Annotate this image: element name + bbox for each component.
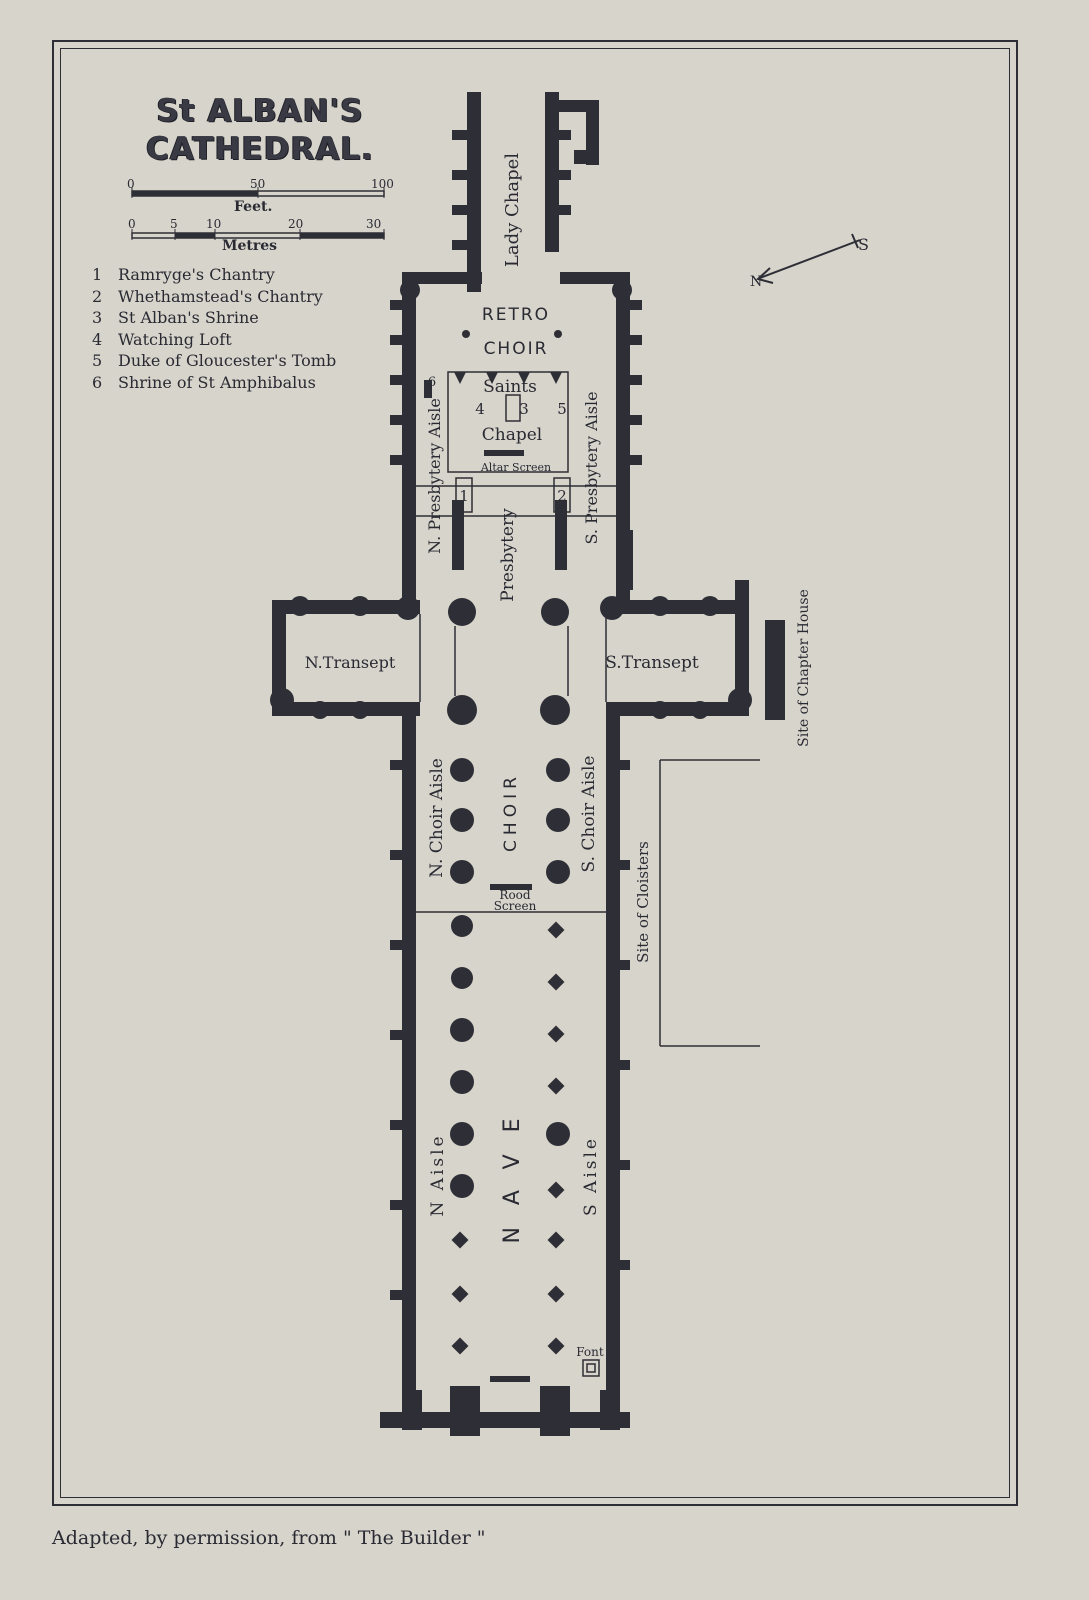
label-retro-choir: CHOIR bbox=[484, 339, 549, 359]
compass-south-label: S bbox=[858, 235, 869, 254]
legend-label: Whethamstead's Chantry bbox=[118, 286, 323, 306]
walls bbox=[270, 92, 785, 1436]
scale-bar-graphics bbox=[131, 187, 385, 240]
legend-item: 3 St Alban's Shrine bbox=[92, 307, 336, 329]
north-arrow-icon bbox=[755, 233, 861, 284]
label-retro: RETRO bbox=[482, 305, 550, 325]
label-choir: CHOIR bbox=[501, 772, 521, 852]
label-n-transept: N.Transept bbox=[305, 653, 396, 672]
label-n-choir-aisle: N. Choir Aisle bbox=[427, 758, 447, 878]
legend-item: 2 Whethamstead's Chantry bbox=[92, 286, 336, 308]
legend-number: 5 bbox=[92, 351, 103, 370]
label-chapel: Chapel bbox=[482, 425, 542, 445]
label-screen: Screen bbox=[494, 899, 537, 913]
legend-number: 4 bbox=[92, 329, 103, 349]
piers bbox=[424, 330, 570, 1355]
label-saints: Saints bbox=[483, 377, 537, 397]
label-cloisters: Site of Cloisters bbox=[634, 841, 652, 963]
legend-label: Duke of Gloucester's Tomb bbox=[118, 351, 337, 370]
scale-metres-unit: Metres bbox=[222, 238, 278, 254]
scale-metres-tick-10: 10 bbox=[206, 217, 222, 231]
map-border bbox=[52, 40, 1018, 1506]
structure-lines bbox=[416, 371, 760, 1377]
label-num-6: 6 bbox=[428, 375, 436, 390]
legend-item: 1 Ramryge's Chantry bbox=[92, 264, 336, 286]
label-presbytery: Presbytery bbox=[498, 508, 518, 602]
scale-metres-tick-5: 5 bbox=[170, 217, 178, 231]
scale-feet-unit: Feet. bbox=[234, 199, 273, 215]
compass-north-label: N bbox=[750, 274, 762, 290]
label-s-transept: S.Transept bbox=[605, 653, 699, 673]
legend-number: 2 bbox=[92, 286, 103, 306]
label-altar-screen: Altar Screen bbox=[480, 461, 551, 474]
label-num-1: 1 bbox=[459, 487, 469, 505]
label-num-2: 2 bbox=[557, 487, 567, 505]
legend-item: 5 Duke of Gloucester's Tomb bbox=[92, 350, 336, 372]
label-num-4: 4 bbox=[475, 400, 485, 418]
label-s-choir-aisle: S. Choir Aisle bbox=[579, 756, 599, 873]
label-nave: NAVE bbox=[500, 1096, 525, 1243]
label-font: Font bbox=[576, 1345, 604, 1359]
legend-label: Shrine of St Amphibalus bbox=[118, 372, 316, 392]
scale-feet-tick-100: 100 bbox=[371, 177, 394, 191]
label-chapter-house: Site of Chapter House bbox=[796, 589, 812, 747]
map-title: St ALBAN'S CATHEDRAL. bbox=[120, 92, 400, 168]
legend-label: Ramryge's Chantry bbox=[118, 265, 275, 284]
scale-feet-tick-50: 50 bbox=[250, 177, 266, 191]
scale-metres-tick-0: 0 bbox=[128, 217, 136, 231]
caption: Adapted, by permission, from " The Build… bbox=[52, 1527, 486, 1549]
label-n-presbytery-aisle: N. Presbytery Aisle bbox=[425, 398, 444, 554]
label-num-3: 3 bbox=[519, 400, 529, 418]
legend-item: 6 Shrine of St Amphibalus bbox=[92, 372, 336, 394]
label-n-aisle: N Aisle bbox=[428, 1133, 448, 1216]
legend-number: 3 bbox=[92, 308, 103, 327]
legend-number: 1 bbox=[92, 265, 103, 284]
label-s-aisle: S Aisle bbox=[581, 1136, 601, 1216]
scale-feet-tick-0: 0 bbox=[127, 177, 135, 191]
label-num-5: 5 bbox=[557, 400, 567, 418]
title-line-1: St ALBAN'S bbox=[156, 93, 364, 129]
title-line-2: CATHEDRAL. bbox=[146, 131, 374, 167]
scale-metres-tick-30: 30 bbox=[366, 217, 382, 231]
legend-item: 4 Watching Loft bbox=[92, 329, 336, 351]
legend: 1 Ramryge's Chantry 2 Whethamstead's Chant… bbox=[92, 264, 336, 393]
label-lady-chapel: Lady Chapel bbox=[502, 153, 523, 267]
legend-label: St Alban's Shrine bbox=[118, 308, 259, 327]
legend-label: Watching Loft bbox=[118, 329, 232, 349]
scale-metres-tick-20: 20 bbox=[288, 217, 304, 231]
legend-number: 6 bbox=[92, 372, 103, 392]
label-s-presbytery-aisle: S. Presbytery Aisle bbox=[582, 391, 601, 544]
map-border-inner bbox=[60, 48, 1010, 1498]
label-rood: Rood bbox=[499, 888, 530, 902]
